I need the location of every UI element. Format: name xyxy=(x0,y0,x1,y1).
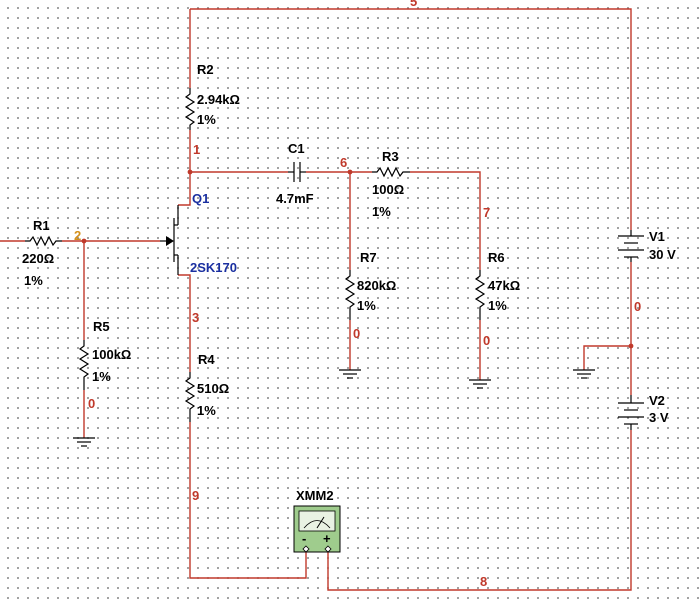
junction-dot xyxy=(628,343,634,349)
label-r4-tol: 1% xyxy=(197,403,216,418)
label-r5-name: R5 xyxy=(93,319,110,334)
net-label-0-r5: 0 xyxy=(88,396,95,411)
ground-icon xyxy=(469,379,491,389)
label-r3-name: R3 xyxy=(382,149,399,164)
resistor-r7[interactable]: R7 820kΩ 1% xyxy=(344,250,396,320)
label-xmm2-name: XMM2 xyxy=(296,488,334,503)
label-r4-value: 510Ω xyxy=(197,381,229,396)
net-label-0-r6: 0 xyxy=(483,333,490,348)
net-label-3: 3 xyxy=(192,310,199,325)
wire-q1-drain[interactable] xyxy=(178,172,191,206)
resistor-r6[interactable]: R6 47kΩ 1% xyxy=(474,250,520,320)
label-r2-tol: 1% xyxy=(197,112,216,127)
resistor-r4[interactable]: R4 510Ω 1% xyxy=(184,352,229,422)
label-r6-tol: 1% xyxy=(488,298,507,313)
label-r5-tol: 1% xyxy=(92,369,111,384)
label-r7-name: R7 xyxy=(360,250,377,265)
wire-q1-source[interactable] xyxy=(178,274,191,372)
label-c1-name: C1 xyxy=(288,141,305,156)
meter-needle-icon xyxy=(316,516,325,529)
wire-node9[interactable] xyxy=(189,422,307,579)
transistor-q1[interactable]: Q1 2SK170 xyxy=(160,191,237,275)
resistor-r2[interactable]: R2 2.94kΩ 1% xyxy=(184,62,240,130)
label-v1-name: V1 xyxy=(649,229,665,244)
net-labels: 5 1 6 7 2 3 0 0 0 0 9 8 xyxy=(74,0,641,589)
resistor-r1[interactable]: R1 220Ω 1% xyxy=(22,218,62,288)
label-r6-value: 47kΩ xyxy=(488,278,520,293)
label-v2-name: V2 xyxy=(649,393,665,408)
meter-terminal-minus[interactable] xyxy=(302,545,310,553)
meter-plus-label: + xyxy=(323,531,331,546)
label-r2-value: 2.94kΩ xyxy=(197,92,240,107)
label-r1-name: R1 xyxy=(33,218,50,233)
resistor-r5[interactable]: R5 100kΩ 1% xyxy=(78,319,131,390)
resistor-r3[interactable]: R3 100Ω 1% xyxy=(372,149,410,219)
net-label-8: 8 xyxy=(480,574,487,589)
wire-gnd-v[interactable] xyxy=(583,345,631,370)
label-q1-name: Q1 xyxy=(192,191,209,206)
multimeter-xmm2[interactable]: - + XMM2 xyxy=(293,488,341,553)
label-r3-value: 100Ω xyxy=(372,182,404,197)
label-v2-value: 3 V xyxy=(649,410,669,425)
label-r1-tol: 1% xyxy=(24,273,43,288)
gate-arrow-icon xyxy=(166,236,174,246)
battery-v2[interactable]: V2 3 V xyxy=(618,393,669,430)
label-r7-tol: 1% xyxy=(357,298,376,313)
net-label-2: 2 xyxy=(74,228,81,243)
battery-v1[interactable]: V1 30 V xyxy=(618,229,676,262)
label-q1-model: 2SK170 xyxy=(190,260,237,275)
ground-icon xyxy=(73,437,95,447)
junction-dot xyxy=(347,169,353,175)
net-label-0-r7: 0 xyxy=(353,326,360,341)
meter-terminal-plus[interactable] xyxy=(324,545,332,553)
meter-minus-label: - xyxy=(302,531,306,546)
label-r7-value: 820kΩ xyxy=(357,278,396,293)
ground-icon xyxy=(339,369,361,379)
junctions xyxy=(81,169,634,349)
wire-r3-right[interactable] xyxy=(410,171,481,270)
wire-top-rail[interactable] xyxy=(190,8,632,230)
label-r6-name: R6 xyxy=(488,250,505,265)
junction-dot xyxy=(187,169,193,175)
junction-dot xyxy=(81,238,87,244)
label-r1-value: 220Ω xyxy=(22,251,54,266)
wire-node8[interactable] xyxy=(327,430,632,591)
wires xyxy=(0,8,632,591)
net-label-1: 1 xyxy=(193,142,200,157)
label-r5-value: 100kΩ xyxy=(92,347,131,362)
net-label-0-v: 0 xyxy=(634,299,641,314)
net-label-5: 5 xyxy=(410,0,417,9)
capacitor-c1[interactable]: C1 4.7mF xyxy=(276,141,314,206)
label-r2-name: R2 xyxy=(197,62,214,77)
label-v1-value: 30 V xyxy=(649,247,676,262)
net-label-7: 7 xyxy=(483,205,490,220)
meter-dial-icon xyxy=(303,520,331,529)
net-label-9: 9 xyxy=(192,488,199,503)
label-r3-tol: 1% xyxy=(372,204,391,219)
label-r4-name: R4 xyxy=(198,352,215,367)
meter-display xyxy=(298,510,336,532)
label-c1-value: 4.7mF xyxy=(276,191,314,206)
net-label-6: 6 xyxy=(340,155,347,170)
ground-icon xyxy=(573,369,595,379)
ground-symbols xyxy=(73,369,595,447)
wire-node1[interactable] xyxy=(189,130,288,173)
